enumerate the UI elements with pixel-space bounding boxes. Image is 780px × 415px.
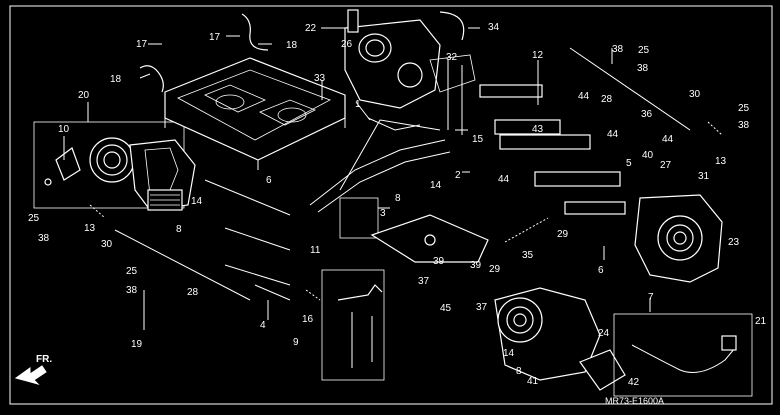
callout-25a: 25	[638, 45, 650, 56]
callout-18a: 18	[110, 74, 122, 85]
callout-19: 19	[131, 339, 143, 350]
callout-26: 26	[341, 39, 353, 50]
callout-43: 43	[532, 124, 544, 135]
callout-34: 34	[488, 22, 500, 33]
callout-21: 21	[755, 316, 767, 327]
callout-38b: 38	[637, 63, 649, 74]
callout-22: 22	[305, 23, 317, 34]
callout-6b: 6	[598, 265, 604, 276]
callout-3: 3	[380, 208, 386, 219]
callout-20: 20	[78, 90, 90, 101]
throttle-linkage	[309, 117, 489, 263]
hose-34	[439, 11, 465, 41]
callout-14b: 14	[191, 196, 203, 207]
callout-9: 9	[293, 337, 299, 348]
callout-35: 35	[522, 250, 534, 261]
callout-44c: 44	[498, 174, 510, 185]
callout-4: 4	[260, 320, 266, 331]
callout-25b: 25	[738, 103, 750, 114]
callout-29a: 29	[557, 229, 569, 240]
callout-25c: 25	[28, 213, 40, 224]
callout-16: 16	[302, 314, 314, 325]
callout-10: 10	[58, 124, 70, 135]
callout-11: 11	[310, 245, 321, 256]
callout-32: 32	[446, 52, 458, 63]
callout-44a: 44	[578, 91, 590, 102]
callout-41: 41	[527, 376, 539, 387]
callout-38a: 38	[612, 44, 624, 55]
callout-36: 36	[641, 109, 653, 120]
callout-31: 31	[698, 171, 710, 182]
callout-29b: 29	[489, 264, 501, 275]
callout-27: 27	[660, 160, 672, 171]
callout-15: 15	[472, 134, 484, 145]
diagram-border	[9, 5, 773, 405]
front-arrow-icon: FR.	[14, 354, 52, 385]
callout-28b: 28	[187, 287, 199, 298]
cable-7	[631, 344, 736, 373]
callout-17a: 17	[136, 39, 148, 50]
callout-14c: 14	[503, 348, 515, 359]
callout-8a: 8	[395, 193, 401, 204]
callout-17b: 17	[209, 32, 221, 43]
leader-lines	[63, 27, 651, 330]
callout-45: 45	[440, 303, 452, 314]
callout-8b: 8	[176, 224, 182, 235]
spring-35	[504, 217, 549, 243]
callout-37a: 37	[418, 276, 430, 287]
callout-18b: 18	[286, 40, 298, 51]
chamber-assembly	[164, 57, 346, 170]
callout-37b: 37	[476, 302, 488, 313]
fr-label: FR.	[36, 354, 52, 365]
diagram-code: MR73-E1600A	[605, 396, 664, 406]
callout-5: 5	[626, 158, 632, 169]
callout-14a: 14	[430, 180, 442, 191]
callout-38c: 38	[738, 120, 750, 131]
hose-18-top	[241, 13, 269, 51]
callout-12: 12	[532, 50, 544, 61]
bottom-carburetor-assembly	[494, 287, 626, 391]
callout-28a: 28	[601, 94, 613, 105]
callout-25d: 25	[126, 266, 138, 277]
callout-44d: 44	[662, 134, 674, 145]
callout-7: 7	[648, 292, 654, 303]
callout-13a: 13	[84, 223, 96, 234]
callout-38d: 38	[126, 285, 138, 296]
callout-1: 1	[355, 99, 361, 110]
spring-13-left	[89, 204, 106, 219]
fuel-joint-pipes	[447, 47, 691, 215]
left-carburetor-assembly	[33, 121, 196, 211]
callout-numbers: 20 10 17 17 18 18 22 26 34 33 1 32 12 43…	[28, 22, 767, 388]
callout-30b: 30	[101, 239, 113, 250]
callout-6a: 6	[266, 175, 272, 186]
callout-24: 24	[598, 328, 610, 339]
callout-39a: 39	[433, 256, 445, 267]
top-carburetor-assembly	[344, 9, 476, 109]
cable-frame-21	[613, 313, 753, 397]
callout-30a: 30	[689, 89, 701, 100]
screw-set-9	[321, 269, 385, 381]
callout-42: 42	[628, 377, 640, 388]
right-carburetor-assembly	[634, 194, 723, 283]
spring-13-right	[707, 121, 723, 136]
callout-38-left: 38	[38, 233, 50, 244]
hose-18-left	[139, 65, 164, 93]
callout-2: 2	[455, 170, 461, 181]
callout-44b: 44	[607, 129, 619, 140]
callout-39b: 39	[470, 260, 482, 271]
callout-33: 33	[314, 73, 326, 84]
spring-16	[305, 289, 321, 301]
callout-40: 40	[642, 150, 654, 161]
left-rods	[114, 179, 291, 301]
callout-8c: 8	[516, 366, 522, 377]
callout-23: 23	[728, 237, 740, 248]
callout-13b: 13	[715, 156, 727, 167]
